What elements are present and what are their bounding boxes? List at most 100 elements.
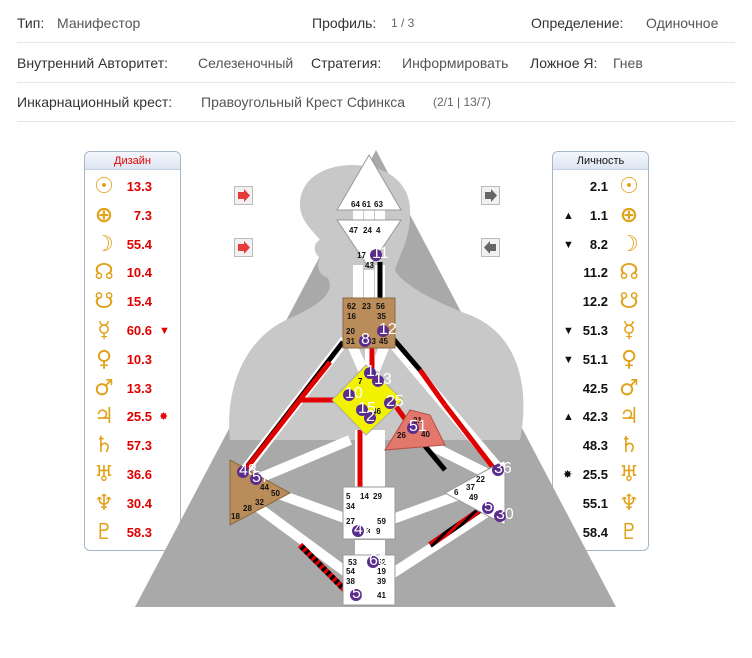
gate-number: 58 <box>352 585 370 602</box>
cross-gates: (2/1 | 13/7) <box>433 95 491 109</box>
planet-row: ☊ 11.2 <box>553 260 648 288</box>
planet-row: ☽55.4 <box>85 232 180 260</box>
planet-value: 60.6 <box>126 323 152 338</box>
planet-mark: ✸ <box>159 411 169 424</box>
planet-row: ☋ 15.4 <box>85 289 180 317</box>
gate-circle <box>482 502 494 514</box>
personality-panel-title: Личность <box>553 152 648 170</box>
planet-value: 25.5 <box>582 467 608 482</box>
info-row-authority: Внутренний Авторитет: Селезеночный Страт… <box>17 43 735 83</box>
gate-number: 30 <box>496 506 514 523</box>
cross-label: Инкарнационный крест: <box>17 94 173 110</box>
planet-value: 58.3 <box>126 524 152 540</box>
gate-circle <box>237 466 249 478</box>
gate-number: 18 <box>231 512 240 521</box>
planet-row: ♄57.3 <box>85 433 180 461</box>
notself-label: Ложное Я: <box>530 55 598 71</box>
gate-circle <box>250 473 262 485</box>
pluto-icon: ♇ <box>94 519 114 545</box>
gate-number: 47 <box>349 226 358 235</box>
gate-number: 28 <box>243 504 252 513</box>
definition-label: Определение: <box>531 15 624 31</box>
gate-circle <box>492 464 504 476</box>
moon-icon: ☽ <box>94 231 114 257</box>
gate-circle <box>384 397 396 409</box>
gate-circle <box>364 367 376 379</box>
jupiter-icon: ♃ <box>94 404 114 430</box>
gate-circle <box>494 510 506 522</box>
gate-number: 3 <box>366 527 371 536</box>
planet-value: 11.2 <box>583 265 608 281</box>
mercury-icon: ☿ <box>97 318 111 343</box>
gate-number: 8 <box>361 331 370 348</box>
sun-icon: ☉ <box>94 174 114 199</box>
uranus-icon: ♅ <box>94 462 114 487</box>
planet-row: ☉13.3 <box>85 174 180 202</box>
planet-row: ⊕7.3 <box>85 203 180 231</box>
personality-panel: Личность ☉2.1⊕1.1▲☽8.2▼☊11.2☋12.2☿51.3▼♀… <box>552 151 649 551</box>
planet-row: ♂13.3 <box>85 376 180 404</box>
gate-circle <box>367 556 379 568</box>
gate-number: 51 <box>409 418 427 435</box>
arrow-top-left[interactable] <box>234 186 253 205</box>
south-node-icon: ☋ <box>94 289 114 315</box>
planet-row: ♀51.1▼ <box>553 347 648 375</box>
north-node-icon: ☊ <box>619 260 639 286</box>
sacral-center <box>342 486 396 540</box>
arrow-top-right[interactable] <box>481 186 500 205</box>
gate-circle <box>356 404 368 416</box>
g-center <box>331 364 404 436</box>
gate-circle <box>377 325 389 337</box>
gate-number: 13 <box>374 371 392 388</box>
gate-number: 27 <box>346 517 355 526</box>
planet-value: 42.5 <box>582 380 608 396</box>
mars-icon: ♂ <box>619 375 639 401</box>
planet-value: 8.2 <box>589 236 608 252</box>
planet-row: ☿51.3▼ <box>553 318 648 346</box>
arrow-right-gray-icon <box>485 189 497 202</box>
planet-row: ☉2.1 <box>553 174 648 202</box>
definition-value: Одиночное <box>646 15 719 31</box>
planet-value: 2.1 <box>589 179 608 194</box>
gate-number: 36 <box>494 460 512 477</box>
venus-icon: ♀ <box>620 346 638 372</box>
planet-value: 51.1 <box>582 351 608 367</box>
arrow-bottom-right[interactable] <box>481 238 500 257</box>
gate-number: 25 <box>386 393 404 410</box>
gate-number: 62 <box>347 302 356 311</box>
gate-number: 19 <box>377 567 386 576</box>
gate-number: 49 <box>469 493 478 502</box>
neptune-icon: ♆ <box>619 490 639 516</box>
earth-icon: ⊕ <box>619 202 639 228</box>
gate-circle <box>407 422 419 434</box>
gate-number: 29 <box>373 492 382 501</box>
saturn-icon: ♄ <box>619 433 639 459</box>
gate-number: 12 <box>379 321 397 338</box>
gate-number: 61 <box>362 200 371 209</box>
gate-number: 32 <box>255 498 264 507</box>
gate-number: 59 <box>377 517 386 526</box>
gate-circle <box>364 412 376 424</box>
planet-value: 57.3 <box>126 438 152 454</box>
planet-value: 55.1 <box>582 495 608 511</box>
planet-row: ☽8.2▼ <box>553 232 648 260</box>
gate-number: 14 <box>360 492 369 501</box>
planet-value: 15.4 <box>126 294 152 310</box>
gate-number: 23 <box>362 302 371 311</box>
planet-row: ♀10.3 <box>85 347 180 375</box>
planet-value: 42.3 <box>582 409 608 425</box>
planet-row: ♅36.6 <box>85 462 180 490</box>
info-row-cross: Инкарнационный крест: Правоугольный Крес… <box>17 82 735 122</box>
design-panel: Дизайн ☉13.3⊕7.3☽55.4☊10.4☋15.4☿60.6▼♀10… <box>84 151 181 551</box>
gate-number: 20 <box>346 327 355 336</box>
channels-active <box>241 262 497 593</box>
arrow-bottom-left[interactable] <box>234 238 253 257</box>
arrow-right-red-icon <box>238 241 250 254</box>
planet-value: 30.4 <box>126 495 152 511</box>
gate-number: 33 <box>367 337 376 346</box>
gate-number: 40 <box>421 430 430 439</box>
gate-number: 63 <box>374 200 383 209</box>
info-row-type: Тип: Манифестор Профиль: 1 / 3 Определен… <box>17 3 735 43</box>
